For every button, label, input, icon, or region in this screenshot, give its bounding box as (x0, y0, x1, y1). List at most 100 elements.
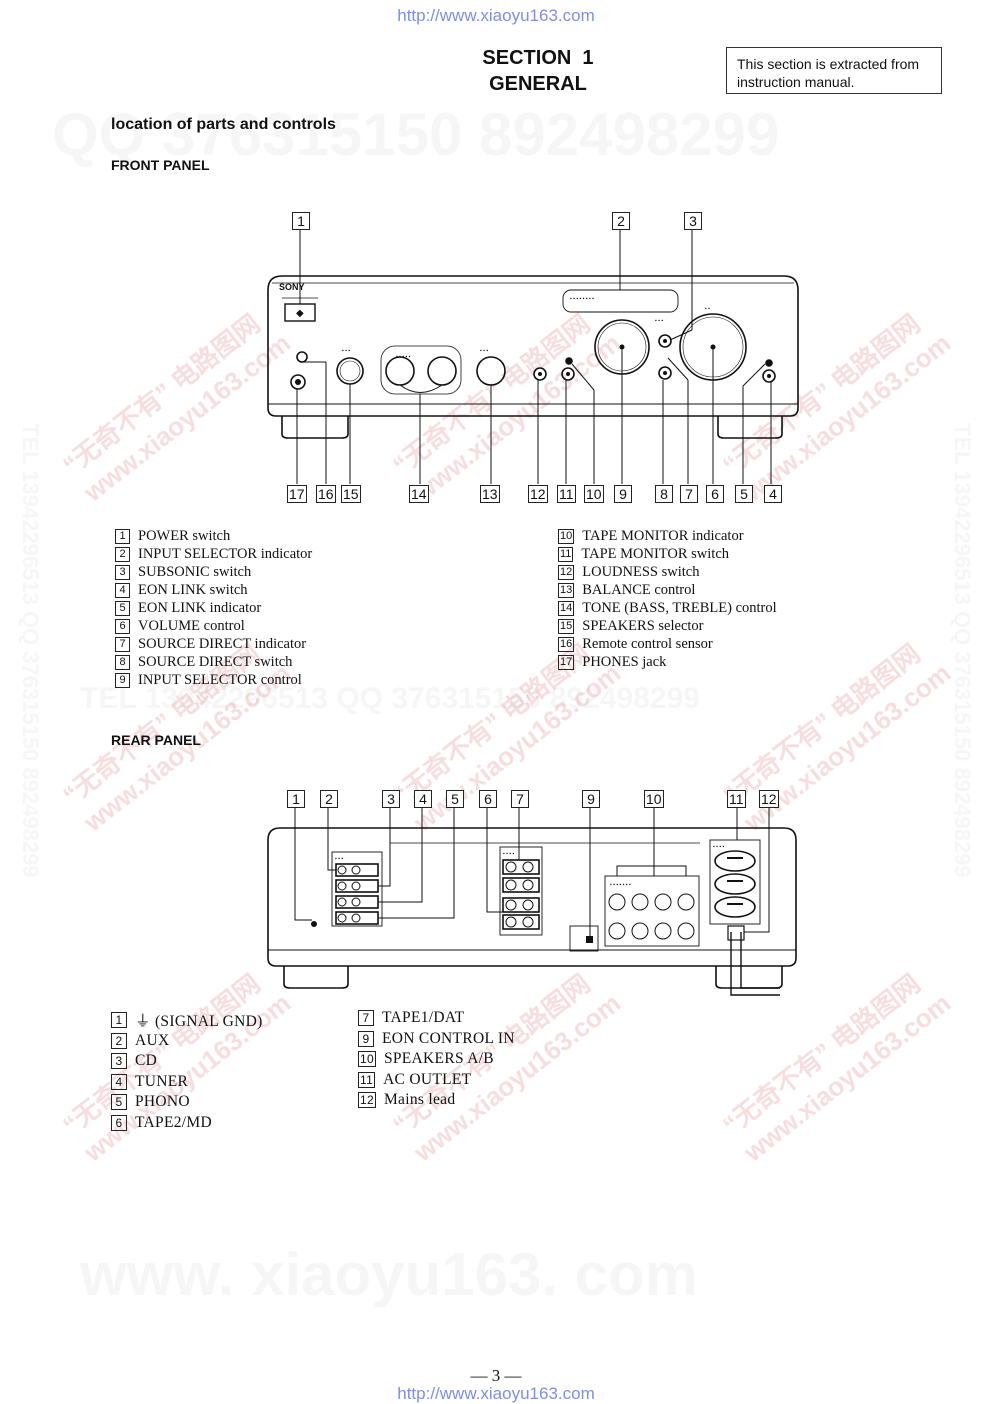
rear-callout-3: 3 (382, 790, 400, 808)
list-item: 12 LOUDNESS switch (558, 563, 978, 581)
item-label: LOUDNESS switch (582, 564, 700, 580)
front-callout-bottom-4: 4 (764, 485, 782, 503)
item-number: 13 (558, 582, 575, 598)
item-number: 3 (115, 564, 130, 580)
item-number: 4 (111, 1073, 127, 1090)
svg-text:▪ ▪ ▪ ▪ ▪ ▪ ▪: ▪ ▪ ▪ ▪ ▪ ▪ ▪ (610, 882, 631, 888)
svg-text:▪ ▪ ▪: ▪ ▪ ▪ (335, 856, 343, 862)
item-number: 6 (115, 618, 130, 634)
item-number: 4 (115, 582, 130, 598)
item-label: EON LINK switch (138, 582, 248, 598)
rear-callout-2: 2 (320, 790, 338, 808)
front-panel-heading: FRONT PANEL (111, 157, 210, 173)
item-number: 1 (111, 1012, 127, 1029)
item-label: SPEAKERS A/B (383, 1050, 494, 1068)
item-number: 1 (115, 528, 130, 544)
list-item: 14 TONE (BASS, TREBLE) control (558, 599, 978, 617)
list-item: 5 PHONO (111, 1092, 351, 1113)
list-item: 9 EON CONTROL IN (358, 1029, 618, 1050)
item-label: TONE (BASS, TREBLE) control (582, 600, 777, 616)
svg-text:▪ ▪ ▪ ▪ ▪ ▪ ▪ ▪: ▪ ▪ ▪ ▪ ▪ ▪ ▪ ▪ (570, 296, 594, 302)
footer-url[interactable]: http://www.xiaoyu163.com (397, 1384, 595, 1403)
list-item: 4 EON LINK switch (115, 581, 535, 599)
svg-text:▪ ▪ ▪ ▪: ▪ ▪ ▪ ▪ (503, 851, 514, 857)
item-label: INPUT SELECTOR indicator (138, 546, 313, 562)
item-label: EON CONTROL IN (382, 1029, 515, 1047)
list-item: 6 TAPE2/MD (111, 1113, 351, 1134)
item-label: TAPE2/MD (135, 1113, 212, 1131)
svg-text:▪ ▪: ▪ ▪ (705, 306, 710, 312)
svg-text:▪ ▪ ▪ ▪: ▪ ▪ ▪ ▪ (713, 844, 724, 850)
rear-callout-4: 4 (414, 790, 432, 808)
list-item: 2 INPUT SELECTOR indicator (115, 545, 535, 563)
list-item: 7 SOURCE DIRECT indicator (115, 635, 535, 653)
front-callout-bottom-6: 6 (706, 485, 724, 503)
main-heading: location of parts and controls (111, 116, 336, 133)
svg-text:▪ ▪ ▪: ▪ ▪ ▪ (480, 348, 488, 354)
front-panel-diagram: SONY ◆ ▪ ▪ ▪ ▪ ▪ ▪ ▪ ▪ ▪ ▪ ▪ ▪ ▪ ▪ ▪ ▪ ▪… (267, 229, 799, 484)
item-number: 3 (111, 1053, 127, 1070)
item-number: 8 (115, 654, 130, 670)
item-label: AUX (135, 1031, 170, 1049)
front-callout-bottom-9: 9 (614, 485, 632, 503)
item-label: PHONO (135, 1093, 190, 1111)
header-url[interactable]: http://www.xiaoyu163.com (397, 6, 595, 25)
svg-text:▪ ▪ ▪: ▪ ▪ ▪ (342, 348, 350, 354)
item-label: INPUT SELECTOR control (138, 672, 302, 688)
list-item: 3 SUBSONIC switch (115, 563, 535, 581)
item-label: POWER switch (138, 528, 231, 544)
front-callout-bottom-14: 14 (409, 485, 429, 503)
item-number: 2 (111, 1032, 127, 1049)
item-number: 15 (558, 618, 575, 634)
list-item: 1⏚ (SIGNAL GND) (111, 1010, 351, 1031)
front-callout-bottom-7: 7 (680, 485, 698, 503)
item-number: 12 (358, 1092, 376, 1109)
item-number: 2 (115, 546, 130, 562)
item-number: 17 (558, 654, 575, 670)
item-label: SOURCE DIRECT switch (138, 654, 293, 670)
front-callout-top-1: 1 (292, 212, 310, 230)
item-number: 6 (111, 1114, 127, 1131)
item-label: PHONES jack (582, 654, 667, 670)
rear-callout-5: 5 (446, 790, 464, 808)
item-number: 14 (558, 600, 575, 616)
rear-callout-12: 12 (759, 790, 779, 808)
item-number: 9 (358, 1030, 374, 1047)
item-number: 11 (558, 546, 574, 562)
rear-callout-1: 1 (287, 790, 305, 808)
item-label: TAPE MONITOR indicator (582, 528, 744, 544)
rear-panel-diagram: ▪ ▪ ▪ ▪ ▪ ▪ ▪ ▪ ▪ ▪ ▪ ▪ ▪ ▪ ▪ ▪ ▪ ▪ (267, 806, 797, 996)
list-item: 17 PHONES jack (558, 653, 978, 671)
section-number: SECTION 1 (482, 47, 594, 69)
svg-text:◆: ◆ (296, 308, 304, 319)
rear-callout-10: 10 (644, 790, 664, 808)
item-number: 7 (115, 636, 130, 652)
item-label: TAPE MONITOR switch (581, 546, 730, 562)
item-number: 12 (558, 564, 575, 580)
item-number: 5 (115, 600, 130, 616)
item-label: SUBSONIC switch (138, 564, 252, 580)
front-callout-top-2: 2 (612, 212, 630, 230)
item-label: SOURCE DIRECT indicator (138, 636, 307, 652)
front-callout-bottom-5: 5 (735, 485, 753, 503)
front-callout-bottom-11: 11 (557, 485, 576, 503)
item-label: AC OUTLET (383, 1070, 472, 1088)
item-label: EON LINK indicator (138, 600, 262, 616)
front-callout-bottom-16: 16 (316, 485, 336, 503)
item-number: 5 (111, 1094, 127, 1111)
front-callout-top-3: 3 (684, 212, 702, 230)
